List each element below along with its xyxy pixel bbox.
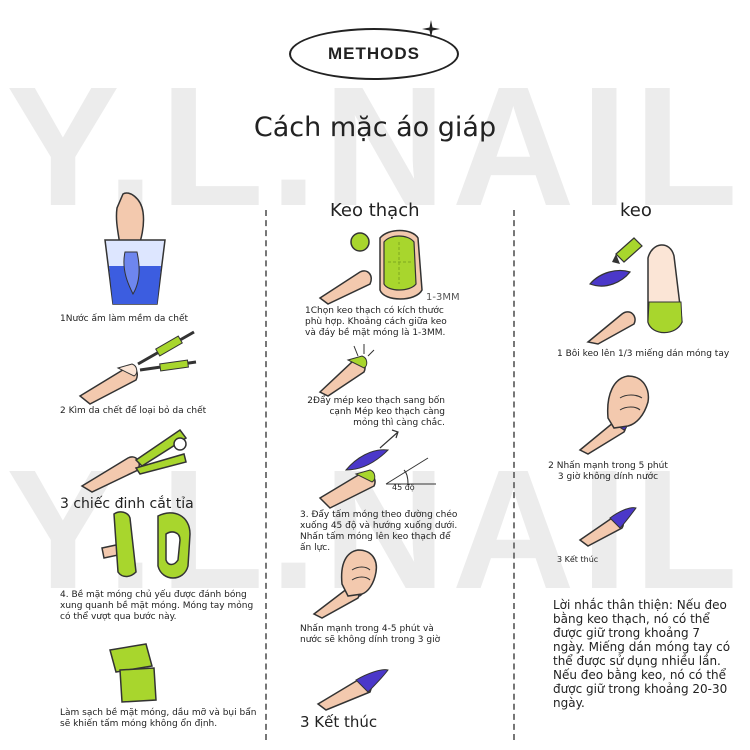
press-nail-icon xyxy=(578,375,650,455)
right-step-2: 2 Nhấn mạnh trong 5 phút 3 giờ không dín… xyxy=(548,461,668,482)
press-nail-icon xyxy=(318,429,436,509)
left-step-2: 2 Kìm da chết để loại bỏ da chết xyxy=(60,406,207,416)
nail-file-icon xyxy=(109,643,157,703)
jelly-tab-icon xyxy=(318,229,423,305)
middle-step-4: Nhấn mạnh trong 4-5 phút và nước sẽ khôn… xyxy=(300,624,441,645)
middle-column-header: Keo thạch xyxy=(330,200,420,221)
press-nail-icon xyxy=(316,669,389,711)
left-step-4: 4. Bề mặt móng chủ yếu được đánh bóng xu… xyxy=(60,590,254,622)
right-column-header: keo xyxy=(620,200,652,221)
cuticle-pusher-icon xyxy=(78,330,197,405)
right-step-3: 3 Kết thúc xyxy=(557,555,599,564)
glue-tube-icon xyxy=(586,237,683,345)
nail-clipper-icon xyxy=(80,428,188,493)
angle-label: 45 độ xyxy=(392,483,415,492)
middle-step-3: 3. Đẩy tấm móng theo đường chéo xuống 45… xyxy=(300,510,458,553)
right-step-1: 1 Bôi keo lên 1/3 miếng dán móng tay xyxy=(557,349,730,359)
measure-label: 1-3MM xyxy=(426,292,460,303)
press-nail-icon xyxy=(318,344,375,397)
left-step-5: Làm sạch bề mặt móng, dầu mỡ và bụi bẩn … xyxy=(60,708,257,729)
divider-right xyxy=(513,210,515,740)
divider-left xyxy=(265,210,267,740)
middle-step-5: 3 Kết thúc xyxy=(300,713,378,731)
methods-badge: METHODS xyxy=(289,28,459,80)
methods-badge-label: METHODS xyxy=(328,44,420,63)
middle-step-2: 2Đẩy mép keo thạch sang bốn cạnh Mép keo… xyxy=(307,396,445,428)
press-nail-icon xyxy=(578,507,637,547)
press-nail-icon xyxy=(312,549,378,619)
left-step-3: 3 chiếc đinh cắt tỉa xyxy=(60,496,194,512)
hand-in-water-icon xyxy=(104,192,166,305)
middle-step-1: 1Chọn keo thạch có kích thước phù hợp. K… xyxy=(305,306,447,338)
star-sparkle-icon xyxy=(422,20,440,38)
left-step-1: 1Nước ấm làm mềm da chết xyxy=(60,314,189,324)
page-title: Cách mặc áo giáp xyxy=(253,112,497,143)
nail-buffer-icon xyxy=(101,511,191,579)
friendly-reminder: Lời nhắc thân thiện: Nếu đeo bằng keo th… xyxy=(553,598,731,710)
